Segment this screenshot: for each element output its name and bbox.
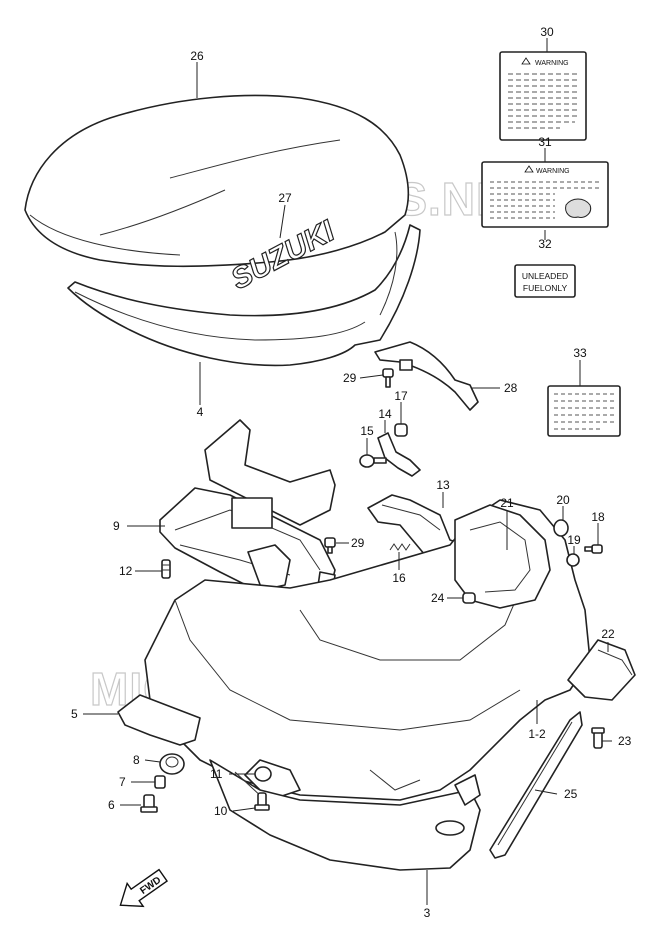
collar-7 (154, 775, 166, 789)
label-27: 27 (278, 191, 292, 205)
label-3: 3 (424, 906, 431, 920)
bracket-5 (117, 694, 201, 746)
grommet-11 (254, 766, 272, 782)
label-16: 16 (392, 571, 406, 585)
label-13: 13 (436, 478, 450, 492)
label-26: 26 (190, 49, 204, 63)
label-32: 32 (538, 237, 552, 251)
hinge-bracket-28 (374, 341, 479, 411)
label-33: 33 (573, 346, 587, 360)
bolt-29-lower (324, 537, 336, 554)
label-20: 20 (556, 493, 570, 507)
fuel-label-line1: UNLEADED (522, 271, 568, 281)
label-6: 6 (108, 798, 115, 812)
label-10: 10 (214, 804, 228, 818)
fuel-label-line2: FUELONLY (523, 283, 568, 293)
latch-14 (377, 432, 421, 477)
label-4: 4 (197, 405, 204, 419)
label-21: 21 (500, 496, 514, 510)
seat-base-part (67, 224, 421, 367)
label-29-top: 29 (343, 371, 357, 385)
label-23: 23 (618, 734, 632, 748)
spring-16 (389, 543, 411, 551)
label-19: 19 (567, 533, 581, 547)
grommet-20 (553, 519, 569, 537)
seat-frame-9 (159, 419, 336, 599)
nut-19 (566, 553, 580, 567)
part-numbers: 26 27 4 30 31 32 33 28 29 17 14 15 9 12 … (71, 25, 632, 920)
screw-15 (359, 454, 387, 468)
label-9: 9 (113, 519, 120, 533)
bolt-18 (584, 544, 603, 554)
label-33 (547, 385, 621, 437)
label-11: 11 (210, 767, 223, 781)
fuel-label-32: UNLEADED FUELONLY (514, 264, 576, 298)
bolt-23 (591, 727, 605, 749)
trim-strip-25 (489, 711, 583, 859)
bolt-29-top (382, 368, 394, 388)
label-7: 7 (119, 775, 126, 789)
label-15: 15 (360, 424, 374, 438)
label-31: 31 (538, 135, 552, 149)
forward-arrow-icon: FWD (119, 868, 169, 908)
label-14: 14 (378, 407, 392, 421)
label-30: 30 (540, 25, 554, 39)
bolt-6 (140, 794, 158, 813)
nut-17 (394, 423, 408, 437)
label-17: 17 (394, 389, 408, 403)
cushion-8 (159, 753, 185, 775)
label-5: 5 (71, 707, 78, 721)
label-25: 25 (564, 787, 578, 801)
label-24: 24 (431, 591, 445, 605)
warning-30-text: WARNING (535, 60, 569, 67)
label-22: 22 (601, 627, 615, 641)
label-29-lower: 29 (351, 536, 365, 550)
leader-lines (83, 38, 612, 905)
tail-cowling-3 (144, 499, 591, 871)
warning-label-31: WARNING (481, 161, 609, 228)
label-12: 12 (119, 564, 133, 578)
bolt-10 (254, 792, 270, 811)
rubber-block-22 (567, 639, 636, 701)
nut-24 (462, 592, 476, 604)
warning-31-text: WARNING (536, 168, 570, 175)
warning-label-30: WARNING (499, 51, 587, 141)
label-28: 28 (504, 381, 518, 395)
bolt-12 (161, 559, 171, 579)
seat-cushion-part (24, 94, 410, 268)
label-18: 18 (591, 510, 605, 524)
label-8: 8 (133, 753, 140, 767)
label-1-2: 1-2 (528, 727, 546, 741)
